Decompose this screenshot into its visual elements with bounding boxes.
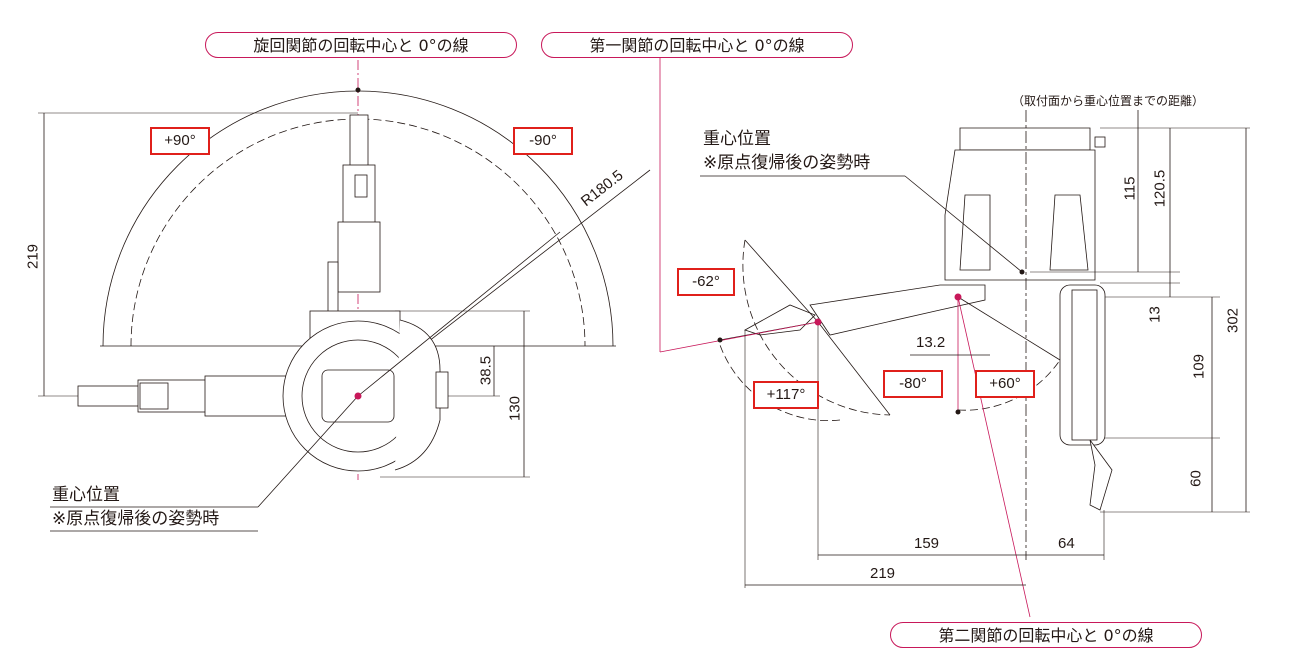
dim-60: 60: [1187, 470, 1205, 487]
dim-13: 13: [1146, 306, 1164, 323]
angle-minus80: -80°: [883, 370, 943, 398]
cog-left-line1: 重心位置: [52, 485, 120, 505]
dim-115: 115: [1121, 176, 1139, 201]
dim-219-right: 219: [870, 565, 896, 582]
cog-distance-note: （取付面から重心位置までの距離）: [1012, 94, 1205, 108]
dim-120: 120.5: [1151, 169, 1169, 208]
angle-plus60: +60°: [975, 370, 1035, 398]
cog-right-line1: 重心位置: [703, 129, 771, 149]
dim-64: 64: [1058, 535, 1075, 552]
cog-right-line2: ※原点復帰後の姿勢時: [703, 153, 871, 173]
angle-plus90: +90°: [150, 127, 210, 155]
dim-130: 130: [506, 395, 524, 422]
joint1-arc: [742, 239, 891, 416]
angle-minus62: -62°: [677, 268, 735, 296]
dim-219-left: 219: [24, 243, 42, 270]
range-arc-inner: [130, 118, 586, 347]
dim-109: 109: [1190, 353, 1208, 380]
swivel-zero-callout: 旋回関節の回転中心と 0°の線: [205, 32, 517, 58]
angle-plus117: +117°: [753, 381, 819, 409]
dim-159: 159: [914, 535, 940, 552]
joint2-arc: [957, 359, 1061, 411]
dim-13-2: 13.2: [916, 334, 946, 351]
angle-minus90: -90°: [513, 127, 573, 155]
joint2-zero-callout: 第二関節の回転中心と 0°の線: [890, 622, 1202, 648]
cog-left-line2: ※原点復帰後の姿勢時: [52, 509, 220, 529]
dim-38: 38.5: [477, 355, 495, 386]
dim-302: 302: [1224, 307, 1242, 334]
joint1-zero-callout: 第一関節の回転中心と 0°の線: [541, 32, 853, 58]
